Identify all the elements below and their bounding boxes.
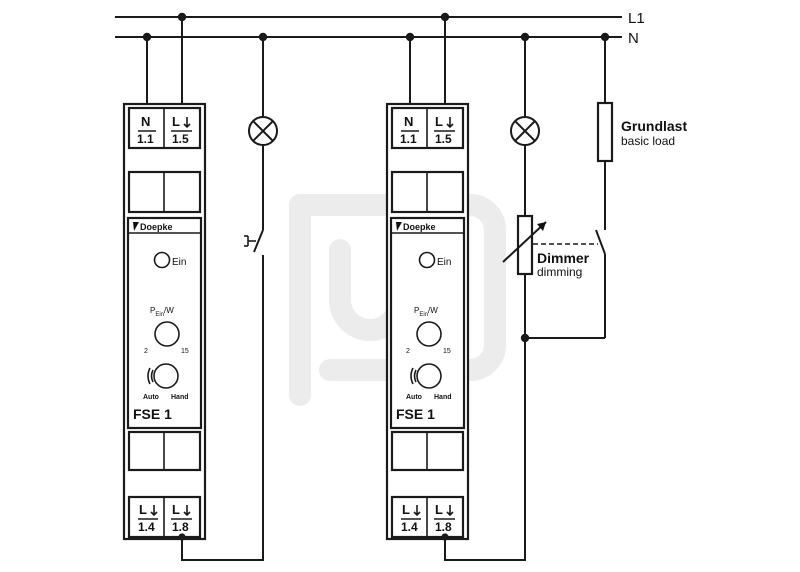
svg-text:PEin/W: PEin/W <box>150 306 174 318</box>
rails: L1 N <box>115 10 645 47</box>
terminal-l-sw-number: 1.8 <box>435 520 452 534</box>
power-label-unit: /W <box>164 306 174 315</box>
scale-max: 15 <box>443 348 451 355</box>
terminal-l-label: L <box>172 114 180 129</box>
terminal-l-out-label: L <box>402 502 410 517</box>
ein-indicator <box>153 251 171 269</box>
ein-indicator <box>418 251 436 269</box>
terminal-l-sw-label: L <box>172 502 180 517</box>
power-knob <box>416 321 442 347</box>
basic-load-label: basic load <box>621 134 675 148</box>
hand-label: Hand <box>434 394 452 401</box>
terminal-n-number: 1.1 <box>137 132 154 146</box>
power-label-p: P <box>150 306 155 315</box>
terminal-n-label: N <box>141 114 150 129</box>
dimmer-icon <box>502 214 547 276</box>
ein-label: Ein <box>172 257 186 268</box>
model-label: FSE 1 <box>396 406 435 422</box>
mode-knob <box>416 363 442 389</box>
terminal-l-label: L <box>435 114 443 129</box>
device-panel <box>389 216 466 430</box>
scale-min: 2 <box>144 348 148 355</box>
power-knob <box>154 321 180 347</box>
push-button-icon <box>244 229 264 253</box>
scale-max: 15 <box>181 348 189 355</box>
power-label-unit: /W <box>428 306 438 315</box>
grundlast-label: Grundlast <box>621 118 687 134</box>
terminal-l-out-number: 1.4 <box>138 520 155 534</box>
mode-knob <box>153 363 179 389</box>
auto-label: Auto <box>143 394 159 401</box>
terminal-n-label: N <box>404 114 413 129</box>
basic-load-icon <box>596 101 614 163</box>
rail-l1-label: L1 <box>628 10 645 27</box>
hand-label: Hand <box>171 394 189 401</box>
power-label-sub: Ein <box>419 312 428 318</box>
auto-label: Auto <box>406 394 422 401</box>
device-right: N 1.1 L 1.5 Doepke Ein PEin/W 2 15 Auto … <box>385 12 526 561</box>
power-label-sub: Ein <box>155 312 164 318</box>
terminal-l-sw-label: L <box>435 502 443 517</box>
terminal-l-out-label: L <box>139 502 147 517</box>
device-left: N 1.1 L 1.5 Doepke Ein PEin/W 2 15 Auto … <box>122 12 264 561</box>
terminal-n-number: 1.1 <box>400 132 417 146</box>
dimmer-label: Dimmer <box>537 250 590 266</box>
lamp-circuit-left <box>244 32 278 253</box>
terminal-l-sw-number: 1.8 <box>172 520 189 534</box>
brand-label: Doepke <box>403 222 436 232</box>
ein-label: Ein <box>437 257 451 268</box>
dimming-label: dimming <box>537 265 582 279</box>
terminal-l-out-number: 1.4 <box>401 520 418 534</box>
scale-min: 2 <box>406 348 410 355</box>
brand-label: Doepke <box>140 222 173 232</box>
terminal-l-number: 1.5 <box>172 132 189 146</box>
switch-contact-icon <box>595 229 606 255</box>
terminal-l-number: 1.5 <box>435 132 452 146</box>
lamp-circuit-right: Dimmer dimming <box>502 32 605 343</box>
basic-load-circuit: Grundlast basic load <box>595 32 687 338</box>
power-label-p: P <box>414 306 419 315</box>
model-label: FSE 1 <box>133 406 172 422</box>
svg-text:PEin/W: PEin/W <box>414 306 438 318</box>
rail-n-label: N <box>628 30 639 47</box>
